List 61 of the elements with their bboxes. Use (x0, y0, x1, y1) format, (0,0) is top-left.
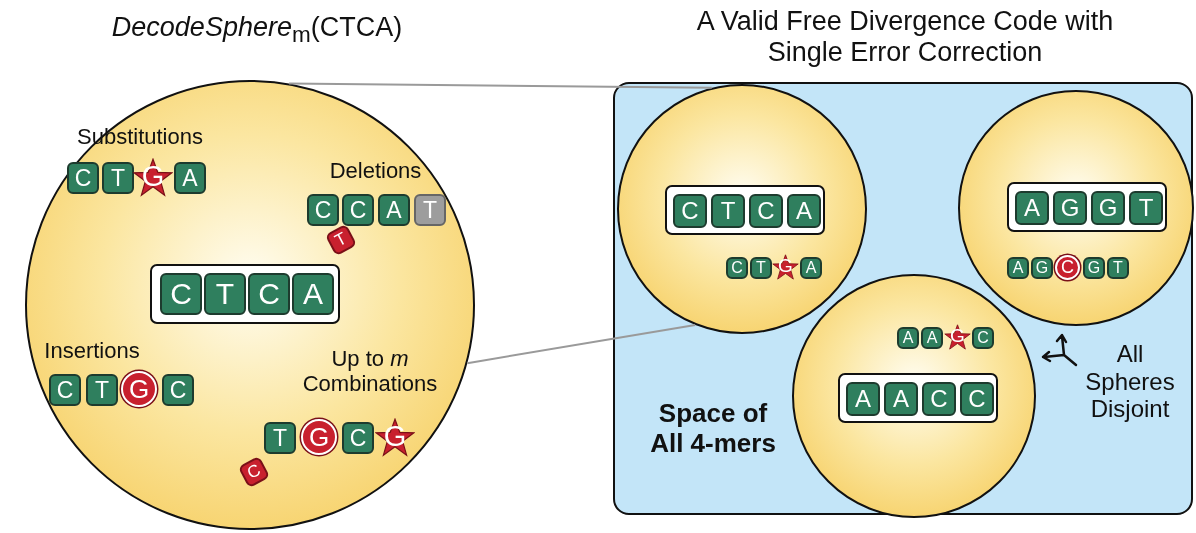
insertion-circle: G (301, 419, 337, 455)
nucleotide-tile: T (264, 422, 296, 454)
sequence-frame (838, 373, 998, 423)
panel-label: Space of All 4-mers (649, 399, 777, 459)
insertion-circle: C (1055, 255, 1080, 280)
nucleotide-tile: G (1031, 257, 1053, 279)
nucleotide-tile: C (972, 327, 994, 349)
nucleotide-tile: T (711, 194, 745, 228)
nucleotide-tile: C (960, 382, 994, 416)
nucleotide-tile: C (749, 194, 783, 228)
zoom-line (466, 323, 697, 365)
nucleotide-tile: C (160, 273, 202, 315)
nucleotide-tile: G (1091, 191, 1125, 225)
nucleotide-tile: G (1053, 191, 1087, 225)
nucleotide-tile: A (846, 382, 880, 416)
nucleotide-tile: T (204, 273, 246, 315)
nucleotide-tile: T (750, 257, 772, 279)
nucleotide-tile: A (897, 327, 919, 349)
nucleotide-tile: C (673, 194, 707, 228)
panel-note: All Spheres Disjoint (1084, 340, 1176, 423)
nucleotide-tile: A (1015, 191, 1049, 225)
nucleotide-tile: A (1007, 257, 1029, 279)
nucleotide-tile: A (884, 382, 918, 416)
sequence-frame (1007, 182, 1167, 232)
panel-title: A Valid Free Divergence Code with Single Error Correction (695, 6, 1115, 69)
nucleotide-tile: T (102, 162, 134, 194)
nucleotide-tile: C (248, 273, 290, 315)
sphere (617, 84, 867, 334)
substitution-star: G (133, 158, 173, 198)
deleted-tile: T (324, 223, 358, 257)
sphere-title: DecodeSphere$_{m}$(CTCA) (110, 12, 404, 49)
sequence-frame (150, 264, 340, 324)
error-type-label: Insertions (43, 338, 141, 364)
substitution-star: G (772, 254, 799, 281)
nucleotide-tile: C (922, 382, 956, 416)
nucleotide-tile: C (307, 194, 339, 226)
nucleotide-tile: T (1129, 191, 1163, 225)
error-type-label: Up to m Combinations (301, 346, 439, 397)
deleted-tile: C (237, 455, 271, 489)
nucleotide-tile: A (800, 257, 822, 279)
sequence-frame (665, 185, 825, 235)
nucleotide-tile: C (49, 374, 81, 406)
nucleotide-tile: C (342, 194, 374, 226)
nucleotide-tile: C (67, 162, 99, 194)
grayed-tile: T (414, 194, 446, 226)
insertion-circle: G (121, 371, 157, 407)
nucleotide-tile: C (162, 374, 194, 406)
nucleotide-tile: G (1083, 257, 1105, 279)
nucleotide-tile: T (86, 374, 118, 406)
nucleotide-tile: A (378, 194, 410, 226)
nucleotide-tile: A (921, 327, 943, 349)
nucleotide-tile: C (342, 422, 374, 454)
nucleotide-tile: A (174, 162, 206, 194)
substitution-star: G (944, 324, 971, 351)
error-type-label: Deletions (328, 158, 423, 184)
nucleotide-tile: T (1107, 257, 1129, 279)
zoom-line (288, 82, 713, 89)
substitution-star: G (375, 418, 415, 458)
nucleotide-tile: C (726, 257, 748, 279)
nucleotide-tile: A (292, 273, 334, 315)
nucleotide-tile: A (787, 194, 821, 228)
